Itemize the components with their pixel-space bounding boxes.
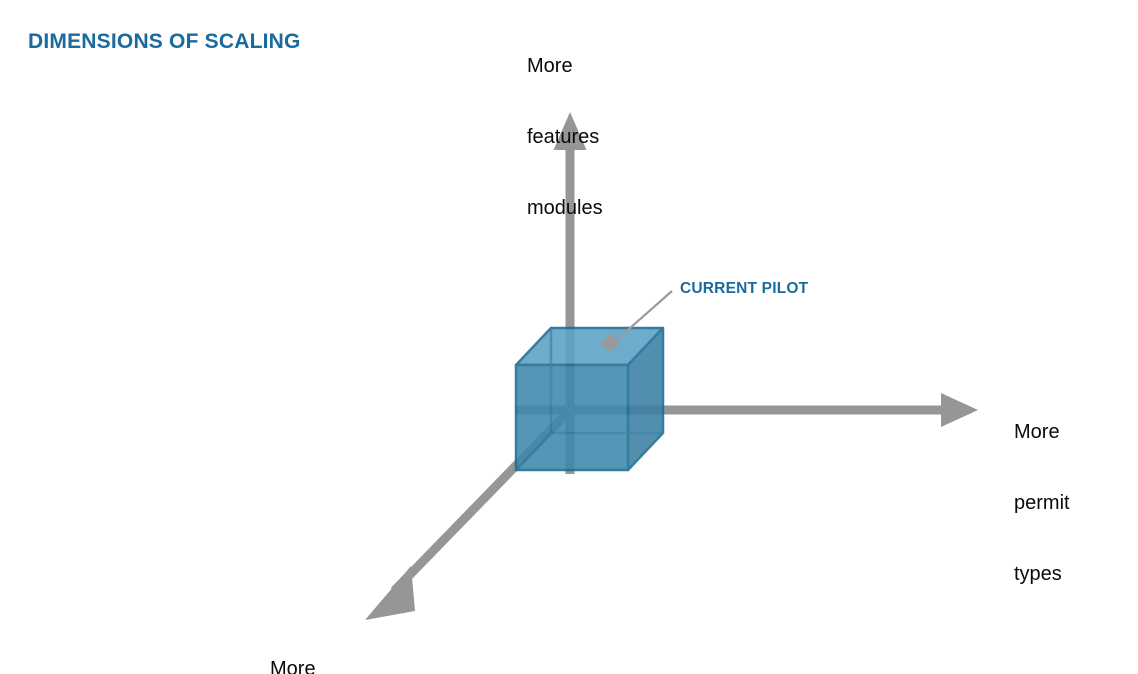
callout-marker-diamond: [600, 334, 620, 352]
axis-horizontal-shaft: [516, 405, 944, 415]
axis-vertical-shaft: [565, 148, 575, 474]
axis-label-vertical-line-3: modules: [527, 196, 603, 219]
callout-label: CURRENT PILOT: [680, 280, 809, 297]
axis-label-horizontal-line-1: More: [1014, 421, 1060, 444]
axis-label-horizontal-line-2: permit: [1014, 491, 1070, 514]
scaling-cube[interactable]: [514, 326, 665, 472]
axis-horizontal: [516, 393, 978, 427]
axis-depth-arrowhead: [365, 566, 415, 620]
axis-label-horizontal-line-3: types: [1014, 562, 1062, 585]
callout-leader-line: [611, 290, 673, 345]
axis-horizontal-arrowhead: [941, 393, 978, 427]
axis-label-depth: More forests: [270, 611, 330, 674]
axis-vertical: [553, 112, 587, 474]
callout-leader: [600, 290, 673, 352]
cube-hidden-edge-diagonal: [515, 432, 552, 471]
axis-label-vertical: More features modules: [527, 8, 603, 268]
cube-front-face: [514, 363, 630, 472]
axis-label-depth-line-1: More: [270, 658, 316, 674]
axis-label-vertical-line-2: features: [527, 125, 600, 148]
axis-label-vertical-line-1: More: [527, 55, 573, 78]
axis-label-horizontal: More permit types: [1014, 374, 1070, 634]
axis-vertical-arrowhead: [553, 112, 587, 150]
page-title: DIMENSIONS OF SCALING: [28, 30, 301, 53]
